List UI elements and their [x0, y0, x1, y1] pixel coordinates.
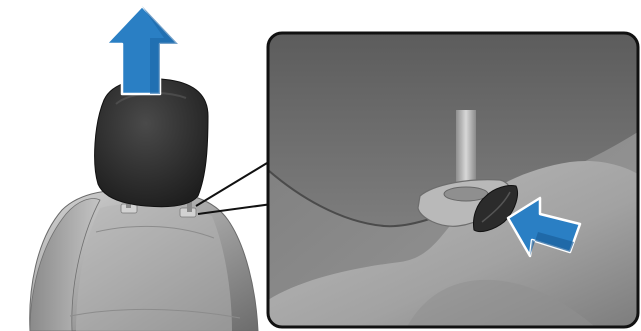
headrest [95, 79, 208, 207]
callout-line [196, 160, 272, 206]
inset-detail [268, 33, 641, 331]
inset-post-socket [444, 187, 488, 201]
